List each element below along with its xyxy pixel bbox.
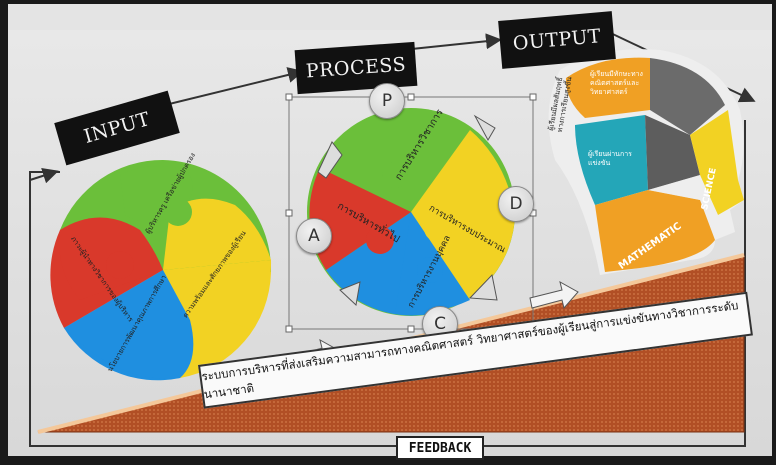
pdca-a-badge[interactable]: A <box>296 218 332 254</box>
pdca-p-label: P <box>381 91 393 111</box>
process-puzzle <box>307 108 515 316</box>
input-puzzle <box>50 159 272 381</box>
output-gray-left-text: ผู้เรียนผ่านการแข่งขัน <box>588 150 632 167</box>
pdca-p-badge[interactable]: P <box>369 83 405 119</box>
pdca-d-badge[interactable]: D <box>498 186 534 222</box>
process-title: PROCESS <box>305 53 407 83</box>
slide-top-strip <box>8 4 772 30</box>
output-orange-top-text: ผู้เรียนมีทักษะทางคณิตศาสตร์และวิทยาศาสต… <box>590 70 643 96</box>
pdca-cycle-arrows <box>317 114 498 306</box>
output-title: OUTPUT <box>512 25 602 55</box>
output-title-box: OUTPUT <box>498 11 616 69</box>
pdca-a-label: A <box>308 226 320 246</box>
ramp-arrow-2 <box>529 281 579 310</box>
pdca-c-label: C <box>434 314 446 334</box>
feedback-label: FEEDBACK <box>396 436 484 460</box>
output-head <box>548 49 744 275</box>
feedback-arrow-head <box>29 168 59 184</box>
flow-arrow-process-output <box>401 33 502 51</box>
pdca-d-label: D <box>509 194 523 214</box>
input-title: INPUT <box>81 108 153 148</box>
process-title-box: PROCESS <box>294 41 418 95</box>
feedback-loop-line <box>29 120 746 447</box>
